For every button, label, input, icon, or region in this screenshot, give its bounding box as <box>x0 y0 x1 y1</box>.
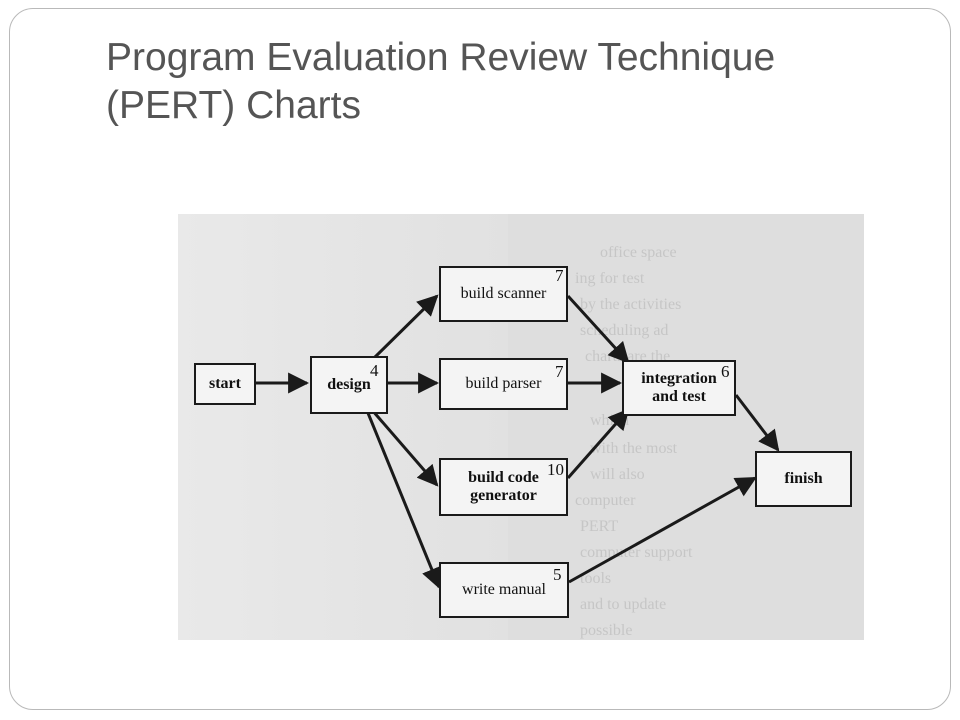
slide-title: Program Evaluation Review Technique (PER… <box>106 34 906 130</box>
node-finish-label: finish <box>784 470 823 487</box>
arrow-build-code-generator-to-integration <box>566 408 630 479</box>
arrow-design-to-build-scanner <box>370 294 439 362</box>
duration-design: 4 <box>370 361 379 380</box>
duration-integration-and-test: 6 <box>721 362 730 381</box>
arrow-design-to-build-code-generator <box>370 409 439 487</box>
duration-build-parser: 7 <box>555 362 564 381</box>
node-build-code-generator: build code generator <box>439 458 568 516</box>
duration-build-scanner: 7 <box>555 266 564 285</box>
node-build-parser-label: build parser <box>465 375 542 392</box>
title-line-1: Program Evaluation Review Technique <box>106 36 776 79</box>
node-build-scanner-label: build scanner <box>460 285 547 302</box>
node-integration-and-test: integration and test <box>622 360 736 416</box>
node-integration-label-2: and test <box>652 388 706 405</box>
node-write-manual: write manual <box>439 562 569 618</box>
node-finish: finish <box>755 451 852 507</box>
arrow-integration-to-finish <box>734 394 780 452</box>
arrow-design-to-write-manual <box>366 412 442 589</box>
arrow-build-scanner-to-integration <box>566 294 630 364</box>
node-start-label: start <box>209 375 241 392</box>
node-build-scanner: build scanner <box>439 266 568 322</box>
node-design-label: design <box>327 376 371 393</box>
node-start: start <box>194 363 256 405</box>
title-line-2: (PERT) Charts <box>106 84 361 127</box>
node-integration-label-1: integration <box>641 370 717 387</box>
arrow-write-manual-to-finish <box>568 476 757 584</box>
duration-write-manual: 5 <box>553 565 562 584</box>
duration-build-code-generator: 10 <box>547 460 564 479</box>
node-build-code-generator-label-2: generator <box>470 487 537 504</box>
node-build-code-generator-label-1: build code <box>468 469 539 486</box>
node-write-manual-label: write manual <box>462 581 546 598</box>
node-design: design <box>310 356 388 414</box>
node-build-parser: build parser <box>439 358 568 410</box>
